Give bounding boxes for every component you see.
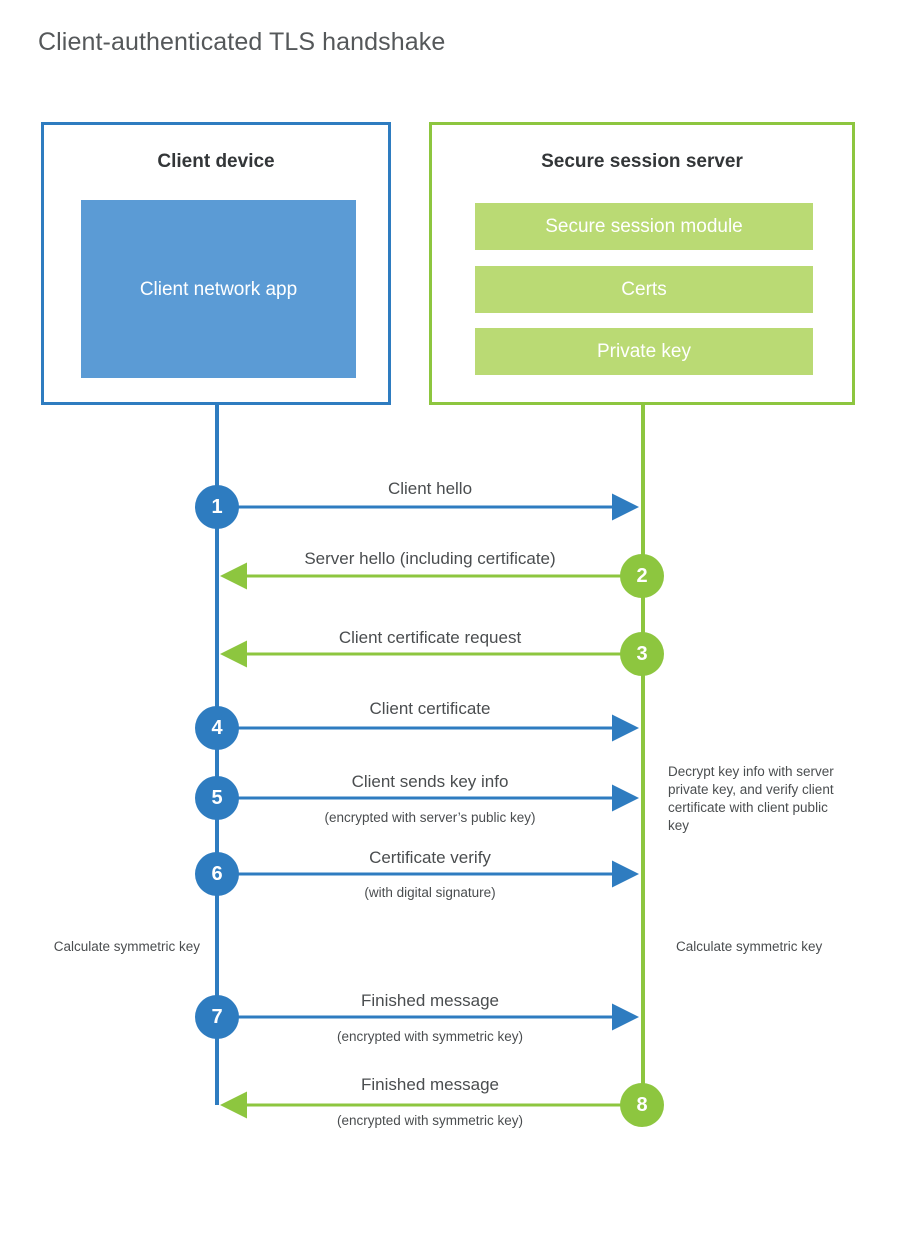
step-circle-7[interactable]: 7 bbox=[195, 995, 239, 1039]
note-client-calculate-symmetric-key: Calculate symmetric key bbox=[53, 939, 200, 954]
server-component-private-key: Private key bbox=[475, 328, 813, 375]
step-label-5: Client sends key info bbox=[351, 772, 509, 791]
step-circle-8[interactable]: 8 bbox=[620, 1083, 664, 1127]
step-sublabel-8: (encrypted with symmetric key) bbox=[336, 1113, 524, 1128]
step-circle-6[interactable]: 6 bbox=[195, 852, 239, 896]
step-label-6: Certificate verify bbox=[369, 848, 491, 867]
step-label-3: Client certificate request bbox=[338, 628, 522, 647]
client-device-box: Client device Client network app bbox=[41, 122, 391, 405]
note-server-calculate-symmetric-key: Calculate symmetric key bbox=[676, 939, 823, 954]
step-circle-2[interactable]: 2 bbox=[620, 554, 664, 598]
secure-session-server-box: Secure session server Secure session mod… bbox=[429, 122, 855, 405]
client-network-app-block: Client network app bbox=[81, 200, 356, 378]
step-label-1: Client hello bbox=[387, 479, 473, 498]
step-label-8: Finished message bbox=[361, 1075, 499, 1094]
step-circle-1[interactable]: 1 bbox=[195, 485, 239, 529]
step-circle-3[interactable]: 3 bbox=[620, 632, 664, 676]
page-title: Client-authenticated TLS handshake bbox=[38, 28, 446, 56]
step-sublabel-5: (encrypted with server’s public key) bbox=[324, 810, 536, 825]
step-label-7: Finished message bbox=[361, 991, 499, 1010]
secure-session-server-title: Secure session server bbox=[541, 151, 743, 172]
step-circle-4[interactable]: 4 bbox=[195, 706, 239, 750]
server-lifeline bbox=[641, 405, 645, 1105]
step-label-2: Server hello (including certificate) bbox=[304, 549, 556, 568]
server-component-certs: Certs bbox=[475, 266, 813, 313]
client-device-title: Client device bbox=[157, 151, 275, 172]
note-server-decrypt: Decrypt key info with server private key… bbox=[668, 764, 834, 833]
step-sublabel-6: (with digital signature) bbox=[364, 885, 496, 900]
step-sublabel-7: (encrypted with symmetric key) bbox=[336, 1029, 524, 1044]
step-label-4: Client certificate bbox=[369, 699, 491, 718]
client-lifeline bbox=[215, 405, 219, 1105]
server-component-secure-session-module: Secure session module bbox=[475, 203, 813, 250]
step-circle-5[interactable]: 5 bbox=[195, 776, 239, 820]
